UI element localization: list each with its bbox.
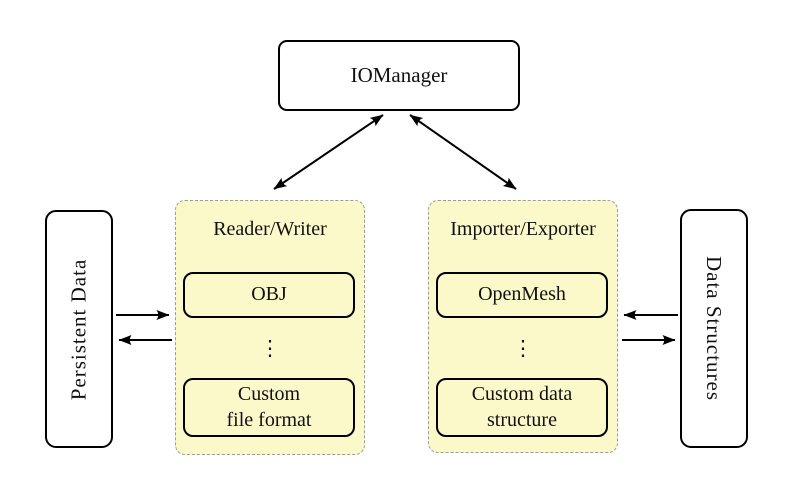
importer-exporter-title: Importer/Exporter	[450, 218, 596, 240]
data-structures-node: Data Structures	[680, 209, 748, 448]
custom-data-structure-node: Custom data structure	[436, 378, 608, 437]
custom-data-structure-label: Custom data structure	[472, 382, 573, 433]
custom-data-structure-line2: structure	[487, 408, 557, 431]
iomanager-label: IOManager	[350, 63, 448, 87]
iomanager-node: IOManager	[278, 40, 520, 111]
reader-writer-group: Reader/Writer OBJ ⋮ Custom file format	[175, 200, 365, 455]
obj-label: OBJ	[251, 283, 287, 306]
arrow-iomanager-importerexporter	[409, 114, 517, 190]
reader-writer-title: Reader/Writer	[213, 218, 327, 240]
custom-file-format-node: Custom file format	[183, 378, 355, 437]
obj-node: OBJ	[183, 272, 355, 318]
importer-exporter-group: Importer/Exporter OpenMesh ⋮ Custom data…	[428, 200, 618, 453]
vertical-ellipsis: ⋮	[512, 336, 534, 360]
openmesh-label: OpenMesh	[478, 283, 566, 306]
vertical-ellipsis: ⋮	[259, 336, 281, 360]
persistent-data-node: Persistent Data	[45, 210, 113, 448]
openmesh-node: OpenMesh	[436, 272, 608, 318]
custom-file-format-line2: file format	[226, 408, 312, 431]
custom-file-format-line1: Custom	[237, 382, 301, 405]
arrow-iomanager-readerwriter	[273, 114, 384, 190]
custom-data-structure-line1: Custom data	[471, 382, 573, 405]
custom-file-format-label: Custom file format	[227, 382, 312, 433]
